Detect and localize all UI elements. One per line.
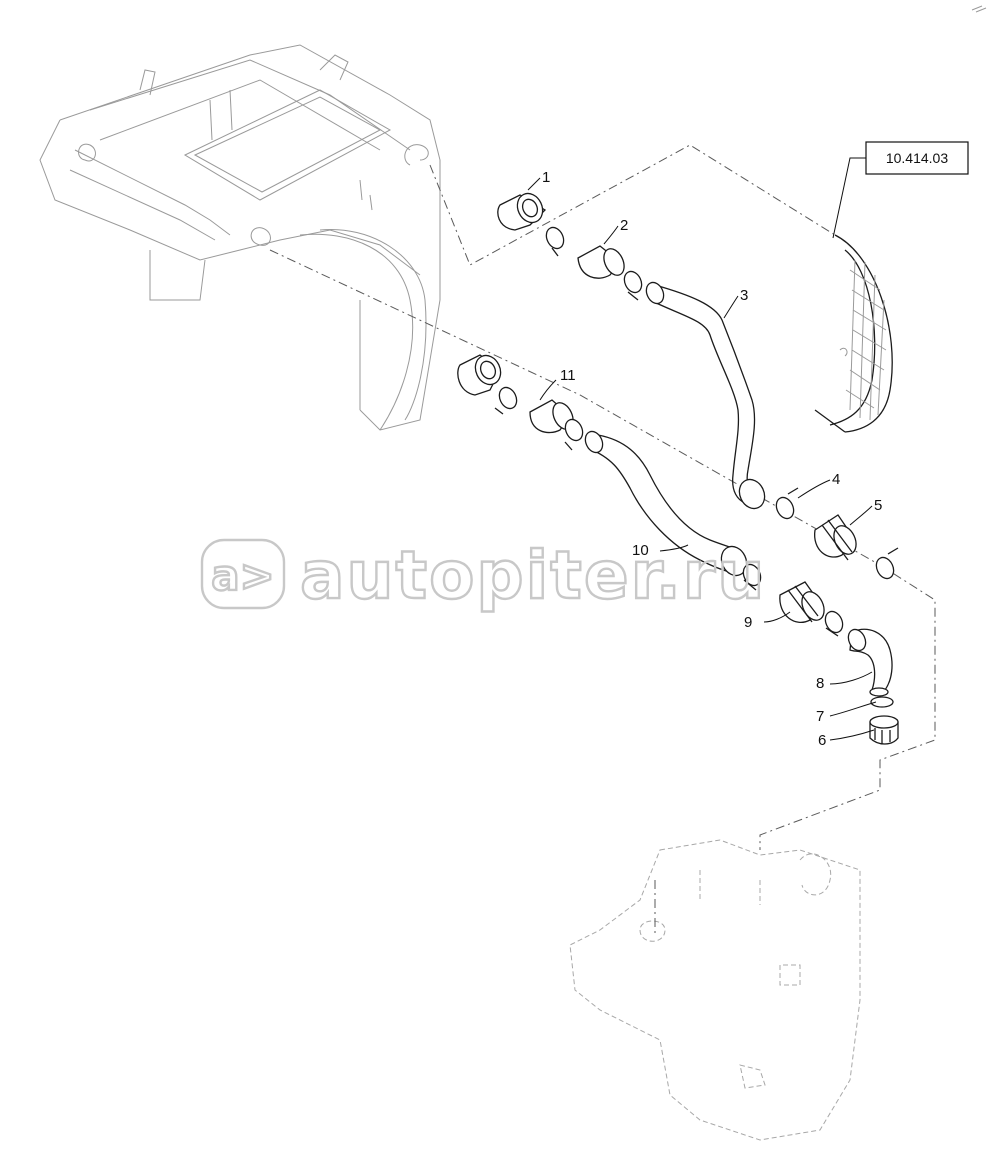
engine-ghost bbox=[569, 839, 861, 1141]
part-5-coupling bbox=[814, 514, 857, 561]
part-11-bushing-sleeve bbox=[457, 354, 584, 451]
reference-label: 10.414.03 bbox=[886, 150, 948, 166]
part-8-elbow bbox=[847, 628, 893, 697]
centerlines bbox=[269, 144, 936, 935]
callout-2: 2 bbox=[620, 217, 628, 234]
radiator-screen bbox=[814, 234, 893, 433]
callout-6: 6 bbox=[818, 732, 826, 749]
callout-9: 9 bbox=[744, 614, 752, 631]
watermark-text: autopiter.ru bbox=[300, 537, 766, 614]
watermark-logo-frame bbox=[200, 538, 286, 610]
leader-lines bbox=[527, 177, 877, 741]
part-2-clamp-sleeve bbox=[545, 226, 643, 301]
callout-10: 10 bbox=[632, 542, 649, 559]
part-3-upper-hose bbox=[645, 281, 766, 510]
watermark: a> autopiter.ru bbox=[200, 536, 766, 615]
callout-5: 5 bbox=[874, 497, 882, 514]
part-1-bushing bbox=[497, 192, 547, 231]
callout-7: 7 bbox=[816, 708, 824, 725]
part-7-o-ring bbox=[870, 696, 894, 708]
watermark-logo: a> bbox=[211, 551, 275, 600]
part-10-lower-hose bbox=[584, 430, 748, 577]
part-9-coupling bbox=[742, 563, 844, 637]
part-6-fitting bbox=[869, 715, 899, 745]
callout-1: 1 bbox=[542, 169, 550, 186]
callout-8: 8 bbox=[816, 675, 824, 692]
part-4-clamps bbox=[775, 487, 899, 580]
corner-mark bbox=[971, 5, 987, 13]
radiator-frame-ghost bbox=[39, 44, 441, 431]
callout-3: 3 bbox=[740, 287, 748, 304]
callout-numbers: 1 2 3 4 5 6 7 8 9 10 11 bbox=[542, 169, 882, 749]
callout-4: 4 bbox=[832, 471, 840, 488]
callout-11: 11 bbox=[560, 367, 576, 384]
reference-callout: 10.414.03 bbox=[832, 141, 969, 239]
